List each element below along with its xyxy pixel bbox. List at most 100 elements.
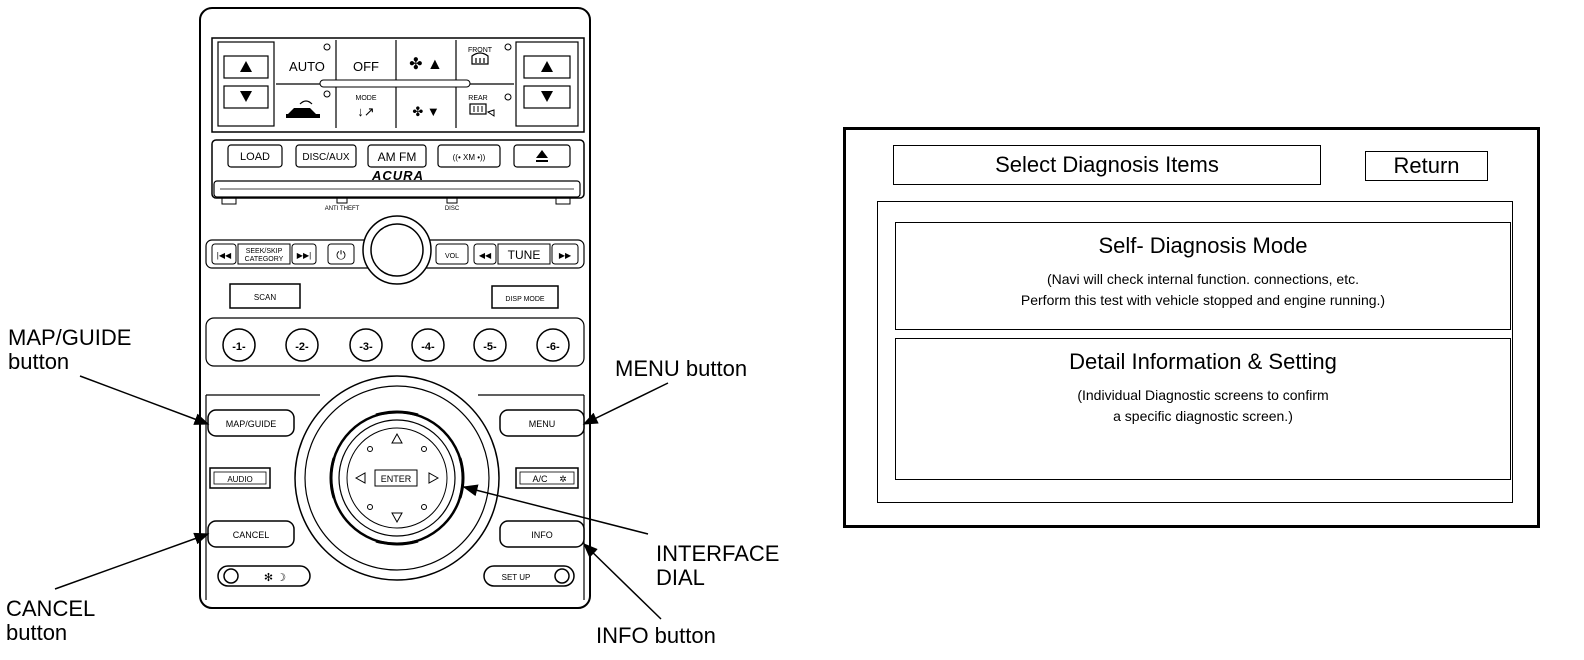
volume-knob[interactable] <box>362 215 432 285</box>
disc-aux-button[interactable]: DISC/AUX <box>295 144 357 168</box>
airflow-mode-icon: ↓↗ <box>357 104 374 119</box>
item-description: (Individual Diagnostic screens to confir… <box>896 385 1510 427</box>
tune-up-button[interactable]: ▶▶ <box>551 243 579 265</box>
rear-defrost-button[interactable]: REAR <box>468 93 512 117</box>
audio-button[interactable]: AUDIO <box>209 467 271 489</box>
item-description-line: (Individual Diagnostic screens to confir… <box>1077 387 1329 403</box>
power-button[interactable]: ⏻ <box>327 243 355 265</box>
vol-label-box: VOL <box>435 243 469 265</box>
front-label: FRONT <box>468 47 493 54</box>
rear-defrost-icon <box>469 103 487 115</box>
skip-forward-icon: ▶▶| <box>297 251 311 260</box>
preset-3-label: -3- <box>359 341 373 353</box>
auto-label: AUTO <box>289 59 325 74</box>
snowflake-icon: ✲ <box>559 474 567 484</box>
auto-button[interactable]: AUTO <box>289 43 331 74</box>
seek-back-button[interactable]: |◀◀ <box>211 243 237 265</box>
anti-theft-label: ANTI THEFT <box>325 206 360 212</box>
am-fm-label: AM FM <box>378 150 417 164</box>
disc-led-icon <box>446 197 458 204</box>
seek-skip-category-label: SEEK/SKIP CATEGORY <box>237 243 291 265</box>
preset-4-button[interactable]: -4- <box>411 328 445 362</box>
tune-down-button[interactable]: ◀◀ <box>473 243 497 265</box>
interface-dial-callout: INTERFACE DIAL <box>656 541 780 590</box>
ac-button[interactable]: A/C ✲ <box>515 467 579 489</box>
seek-forward-button[interactable]: ▶▶| <box>291 243 317 265</box>
brightness-button[interactable]: ✻ ☽ <box>217 565 311 587</box>
preset-5-label: -5- <box>483 341 497 353</box>
enter-button[interactable]: ENTER <box>374 469 418 487</box>
front-defrost-icon <box>471 52 489 65</box>
info-leader-line <box>582 542 662 620</box>
cancel-button[interactable]: CANCEL <box>207 520 295 548</box>
fan-up-button[interactable]: ✤ ▲ <box>409 56 443 73</box>
audio-label: AUDIO <box>227 475 252 484</box>
brand-logo-text: ACURA <box>371 168 424 183</box>
self-diagnosis-mode-item[interactable]: Self- Diagnosis Mode (Navi will check in… <box>895 222 1511 330</box>
scan-button[interactable]: SCAN <box>229 283 301 309</box>
preset-4-label: -4- <box>421 341 435 353</box>
eject-button[interactable] <box>513 144 571 168</box>
front-defrost-button[interactable]: FRONT <box>468 43 512 65</box>
recirculation-button[interactable] <box>286 90 331 118</box>
svg-text:CATEGORY: CATEGORY <box>245 256 284 263</box>
indicator-led-icon <box>504 43 512 51</box>
diagnosis-items-frame: Self- Diagnosis Mode (Navi will check in… <box>877 201 1513 503</box>
disc-label: DISC <box>445 206 460 212</box>
dial-down-arrow-icon <box>391 512 403 524</box>
preset-3-button[interactable]: -3- <box>349 328 383 362</box>
anti-theft-led-icon <box>336 197 348 204</box>
preset-2-label: -2- <box>295 341 309 353</box>
map-guide-callout: MAP/GUIDE button <box>8 325 132 374</box>
preset-2-button[interactable]: -2- <box>285 328 319 362</box>
return-button[interactable]: Return <box>1365 151 1488 181</box>
menu-button[interactable]: MENU <box>499 409 585 437</box>
preset-6-button[interactable]: -6- <box>536 328 570 362</box>
disc-aux-label: DISC/AUX <box>302 152 350 163</box>
tune-label: TUNE <box>508 248 541 262</box>
xm-button[interactable]: ((• XM •)) <box>437 144 501 168</box>
down-triangle-icon <box>240 91 252 102</box>
svg-text:SEEK/SKIP: SEEK/SKIP <box>246 248 283 255</box>
up-triangle-icon <box>541 61 553 72</box>
car-recirculation-icon <box>286 108 320 118</box>
dial-left-arrow-icon <box>354 472 366 484</box>
fan-down-button[interactable]: ✤ ▼ <box>412 104 439 119</box>
brightness-icon: ✻ ☽ <box>264 572 286 584</box>
am-fm-button[interactable]: AM FM <box>367 144 427 168</box>
detail-information-setting-item[interactable]: Detail Information & Setting (Individual… <box>895 338 1511 480</box>
rear-label: REAR <box>468 95 487 102</box>
menu-callout: MENU button <box>615 356 748 381</box>
down-triangle-icon <box>541 91 553 102</box>
set-up-button[interactable]: SET UP <box>483 565 575 587</box>
fast-forward-icon: ▶▶ <box>559 251 572 260</box>
off-button[interactable]: OFF <box>353 59 379 74</box>
menu-label: MENU <box>529 419 556 429</box>
power-icon: ⏻ <box>336 248 346 262</box>
map-guide-label: MAP/GUIDE <box>226 419 277 429</box>
preset-5-button[interactable]: -5- <box>473 328 507 362</box>
info-button[interactable]: INFO <box>499 520 585 548</box>
disp-mode-button[interactable]: DISP MODE <box>491 285 559 309</box>
map-guide-button[interactable]: MAP/GUIDE <box>207 409 295 437</box>
map-guide-leader-line <box>79 375 210 425</box>
tune-label-box: TUNE <box>497 243 551 265</box>
info-label: INFO <box>531 530 553 540</box>
cancel-callout: CANCEL button <box>6 596 96 645</box>
disp-mode-label: DISP MODE <box>505 296 544 303</box>
cancel-leader-line <box>54 532 210 590</box>
up-triangle-icon <box>240 61 252 72</box>
preset-1-button[interactable]: -1- <box>222 328 256 362</box>
off-label: OFF <box>353 59 379 74</box>
item-title: Self- Diagnosis Mode <box>1098 233 1308 258</box>
fan-up-icon: ✤ ▲ <box>409 56 443 73</box>
item-description-line: a specific diagnostic screen.) <box>1113 408 1293 424</box>
skip-back-icon: |◀◀ <box>217 251 232 260</box>
enter-label: ENTER <box>381 474 412 484</box>
eject-icon <box>536 150 548 158</box>
vol-label: VOL <box>445 253 459 260</box>
mode-button[interactable]: MODE ↓↗ <box>356 95 377 119</box>
indicator-led-icon <box>504 93 512 101</box>
load-button[interactable]: LOAD <box>227 144 283 168</box>
